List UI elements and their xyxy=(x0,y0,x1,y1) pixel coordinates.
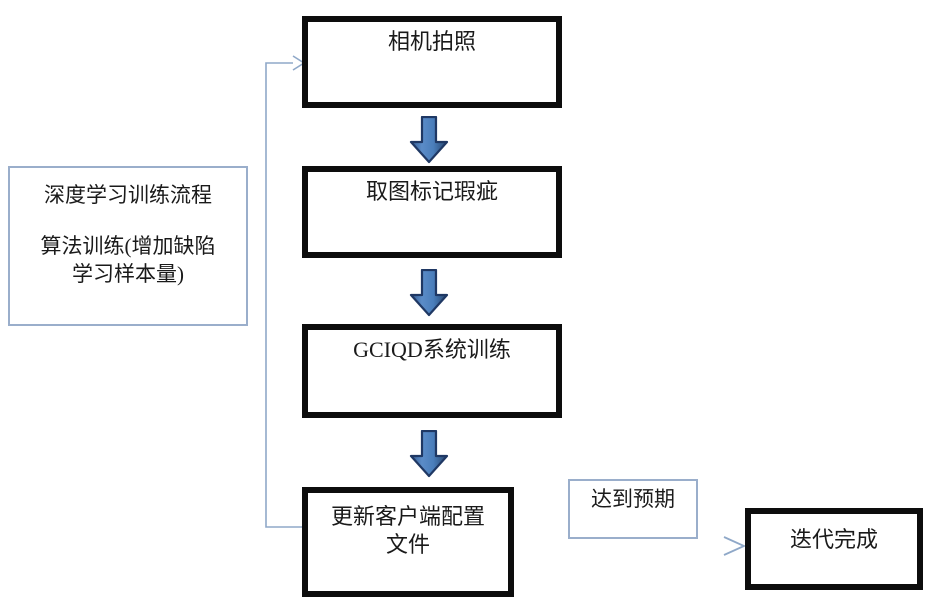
process-node-update-client-config[interactable]: 更新客户端配置 文件 xyxy=(302,487,514,597)
feedback-connector xyxy=(265,55,306,528)
down-arrow-capture-to-mark xyxy=(409,116,449,164)
label-node-meets-expectation[interactable]: 达到预期 xyxy=(568,479,698,539)
process-node-mark-defects-label: 取图标记瑕疵 xyxy=(365,179,498,204)
note-box-body: 深度学习训练流程 算法训练(增加缺陷 学习样本量) xyxy=(10,168,246,288)
process-node-gciqd-training[interactable]: GCIQD系统训练 xyxy=(302,324,562,418)
note-box-heading: 深度学习训练流程 xyxy=(44,183,212,207)
process-node-capture[interactable]: 相机拍照 xyxy=(302,16,562,108)
terminal-node-iteration-complete-label: 迭代完成 xyxy=(789,527,878,552)
note-box-training-process[interactable]: 深度学习训练流程 算法训练(增加缺陷 学习样本量) xyxy=(8,166,248,326)
terminal-node-iteration-complete[interactable]: 迭代完成 xyxy=(745,508,923,590)
process-node-capture-label: 相机拍照 xyxy=(387,29,476,54)
update-to-done-connector xyxy=(514,536,747,556)
process-node-gciqd-training-label: GCIQD系统训练 xyxy=(353,337,511,362)
process-node-update-client-config-label: 更新客户端配置 文件 xyxy=(330,504,485,558)
label-node-meets-expectation-label: 达到预期 xyxy=(591,487,675,511)
down-arrow-train-to-update xyxy=(409,430,449,478)
note-box-detail: 算法训练(增加缺陷 学习样本量) xyxy=(40,234,216,286)
process-node-mark-defects[interactable]: 取图标记瑕疵 xyxy=(302,166,562,258)
down-arrow-mark-to-train xyxy=(409,269,449,317)
